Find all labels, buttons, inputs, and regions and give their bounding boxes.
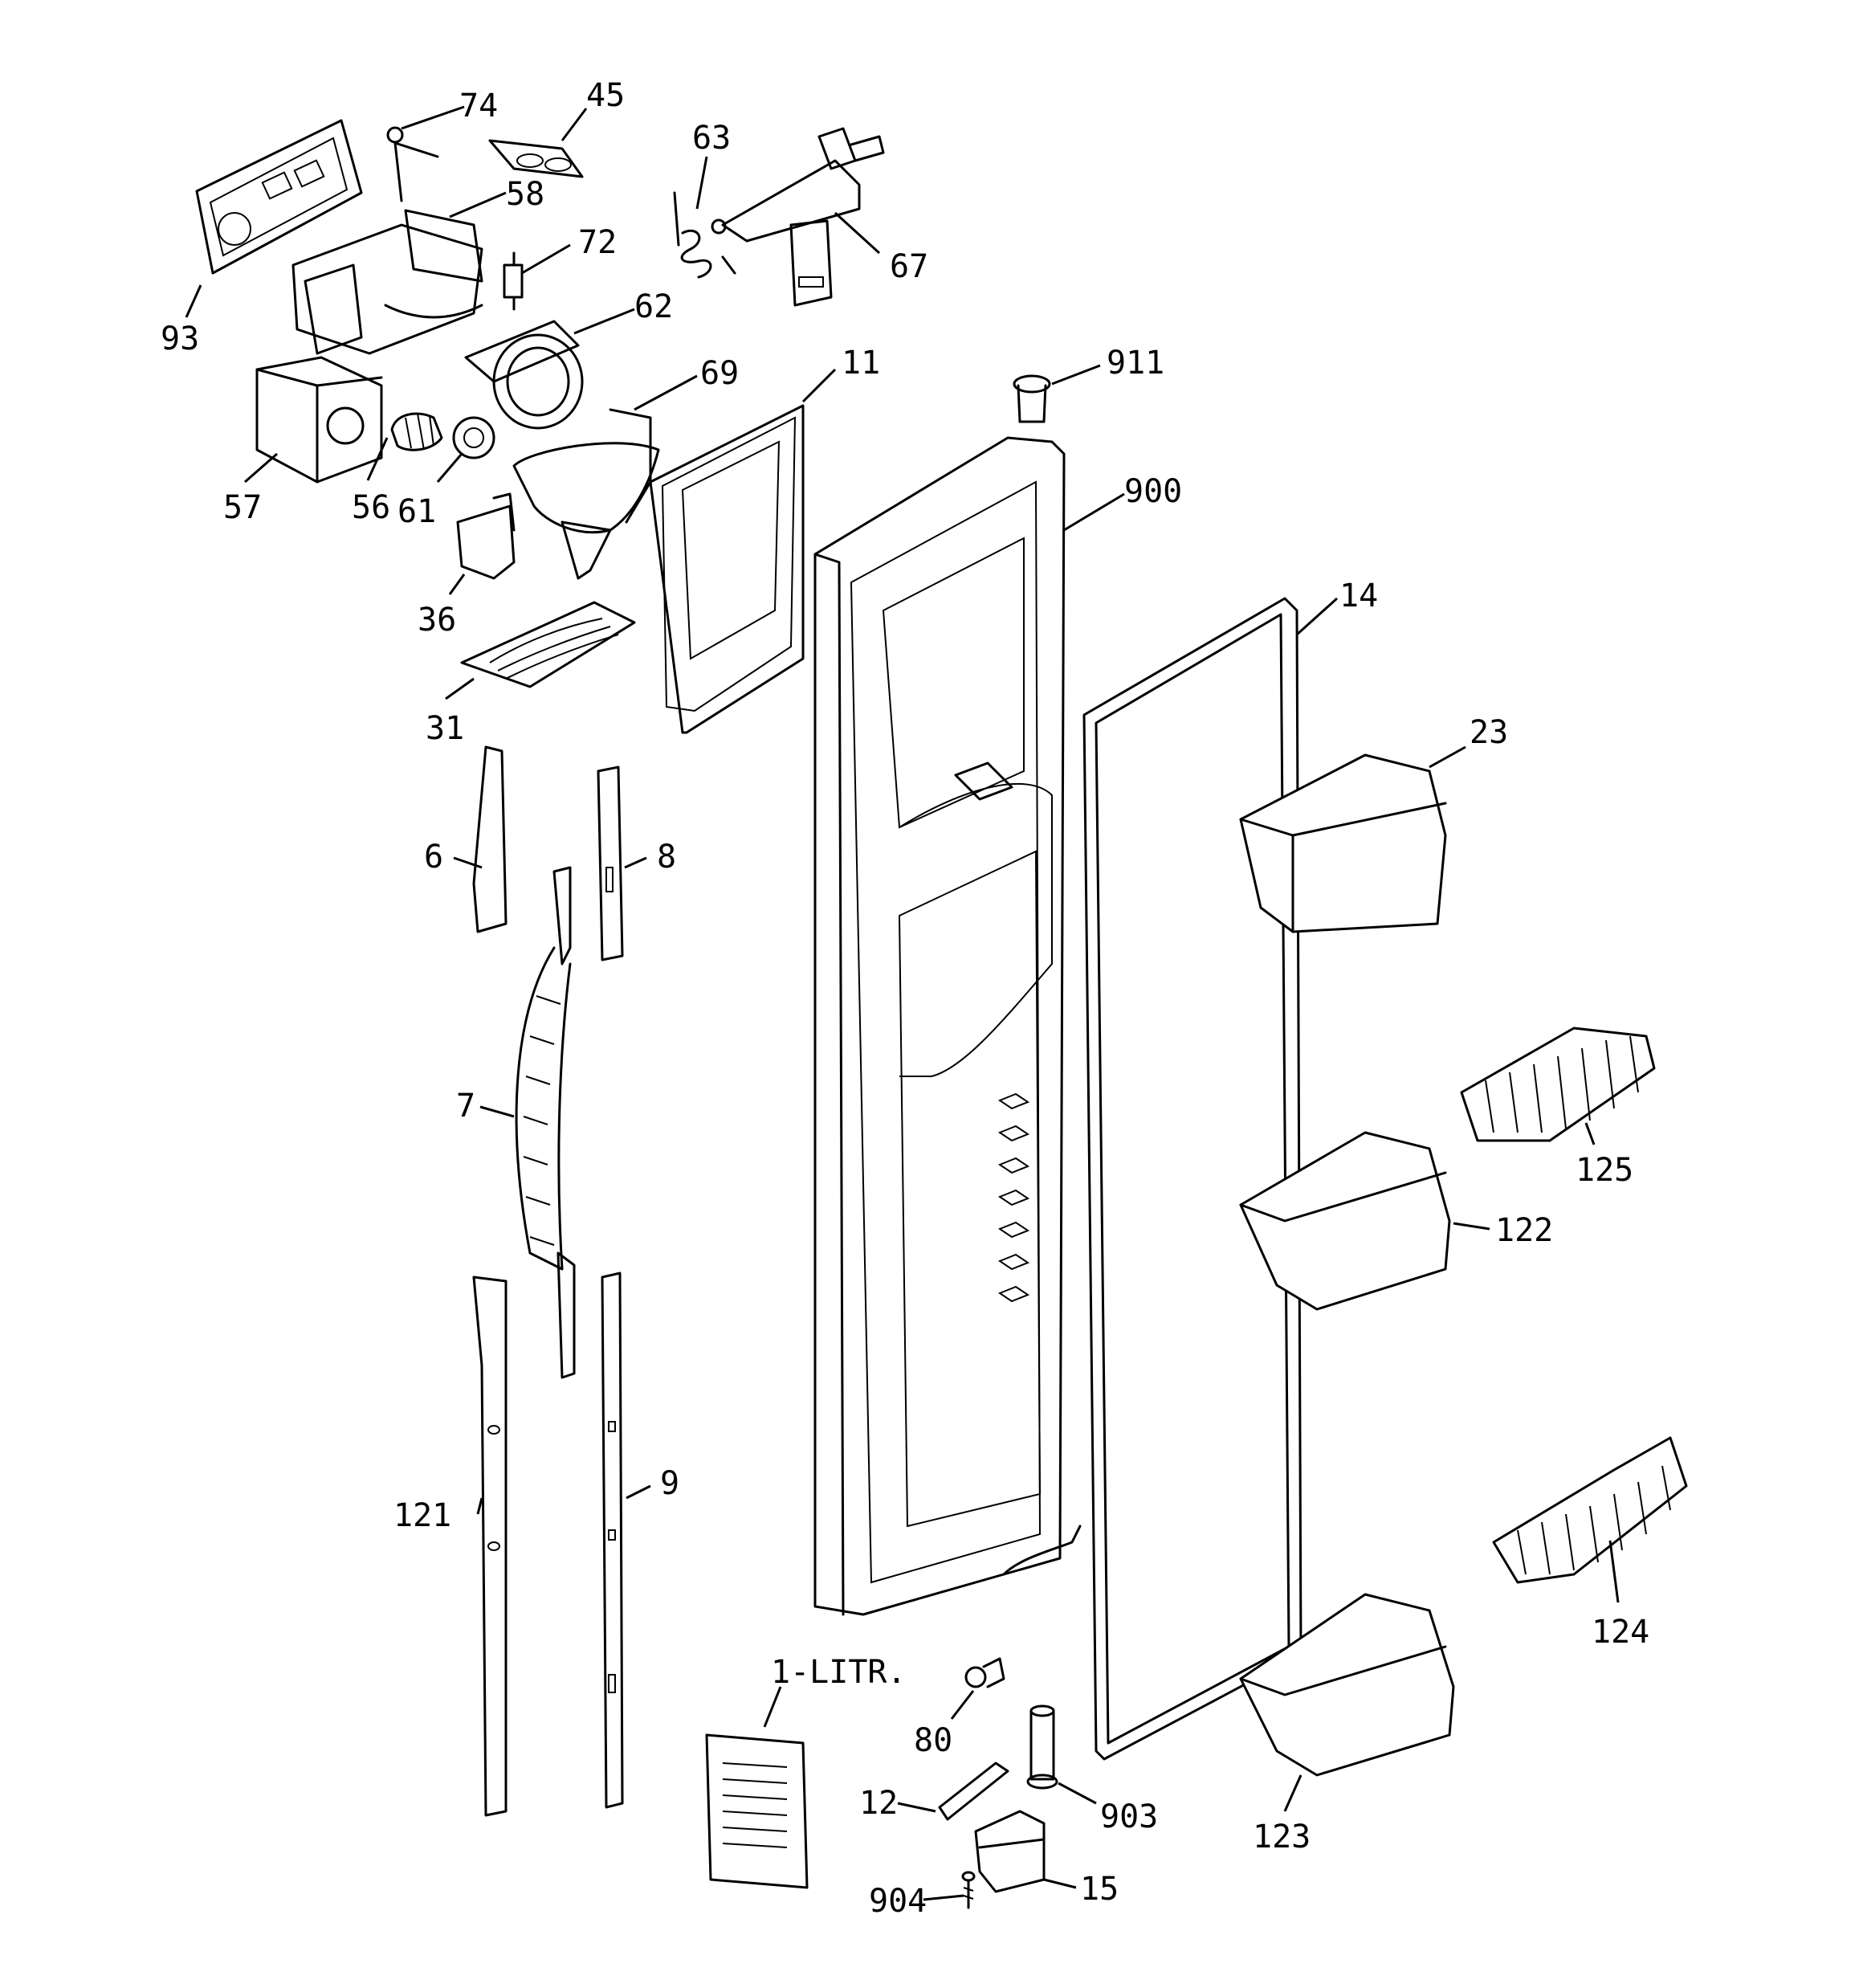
part-125-wire-basket — [1460, 1027, 1656, 1142]
part-69-ice-chute — [512, 408, 660, 580]
label-1-litr: 1-LITR. — [771, 1654, 907, 1691]
label-36: 36 — [418, 602, 456, 639]
part-67-actuator — [711, 127, 885, 307]
label-12: 12 — [859, 1785, 898, 1822]
label-6: 6 — [424, 839, 443, 876]
part-15-hinge — [974, 1810, 1046, 1893]
label-903: 903 — [1100, 1798, 1158, 1835]
label-904: 904 — [869, 1883, 927, 1920]
label-69: 69 — [700, 355, 739, 392]
part-904-screw — [961, 1871, 976, 1909]
part-121-trim — [472, 1276, 508, 1817]
part-74-spring — [386, 126, 439, 202]
label-63: 63 — [692, 120, 731, 157]
label-15: 15 — [1080, 1871, 1119, 1908]
label-67: 67 — [890, 248, 928, 285]
part-8-strip — [597, 765, 624, 961]
part-911-bushing — [1013, 374, 1051, 423]
part-72-switch — [503, 251, 524, 311]
part-62-ring — [464, 320, 584, 430]
label-8: 8 — [657, 839, 676, 876]
part-14-gasket — [1082, 597, 1302, 1761]
label-124: 124 — [1592, 1614, 1649, 1651]
callout-labels: 93 74 45 58 63 67 72 62 69 11 911 57 56 … — [161, 77, 1649, 1920]
label-31: 31 — [426, 710, 464, 747]
label-9: 9 — [660, 1465, 679, 1502]
label-7: 7 — [456, 1088, 475, 1125]
label-61: 61 — [397, 493, 436, 530]
part-11-dispenser-cover — [649, 404, 805, 734]
part-123-door-bin — [1239, 1593, 1455, 1777]
part-56-auger — [390, 412, 443, 451]
label-125: 125 — [1576, 1152, 1633, 1189]
label-45: 45 — [586, 77, 625, 114]
part-63-spring — [673, 191, 736, 279]
label-23: 23 — [1470, 714, 1508, 751]
literature-booklet — [705, 1733, 809, 1889]
label-123: 123 — [1253, 1819, 1311, 1855]
label-57: 57 — [223, 489, 262, 526]
part-23-door-bin — [1239, 753, 1447, 933]
part-122-door-bin — [1239, 1131, 1451, 1311]
part-9-strip — [601, 1272, 624, 1809]
label-911: 911 — [1107, 345, 1164, 382]
label-14: 14 — [1339, 578, 1378, 614]
part-57-motor-box — [255, 356, 383, 484]
part-900-door — [813, 436, 1082, 1616]
part-93-control-panel — [195, 119, 363, 275]
part-7-handle — [515, 866, 576, 1379]
label-80: 80 — [914, 1722, 952, 1759]
label-56: 56 — [352, 489, 390, 526]
door-bin-clips — [997, 1092, 1030, 1303]
part-903-bushing — [1026, 1704, 1058, 1790]
label-11: 11 — [842, 345, 880, 382]
label-62: 62 — [634, 288, 673, 325]
part-80-pin — [964, 1657, 1005, 1688]
part-36-lever — [456, 492, 516, 580]
part-58-dispenser-housing — [291, 209, 483, 355]
part-124-wire-basket — [1492, 1436, 1688, 1584]
leader-lines — [185, 105, 1620, 1901]
label-93: 93 — [161, 320, 199, 357]
part-31-drip-tray — [460, 601, 636, 688]
label-122: 122 — [1495, 1212, 1553, 1249]
label-72: 72 — [578, 224, 617, 261]
label-58: 58 — [506, 176, 544, 213]
part-6-trim — [472, 745, 508, 933]
part-12-bracket — [938, 1761, 1009, 1821]
label-74: 74 — [459, 88, 498, 125]
label-121: 121 — [393, 1497, 451, 1534]
part-61-crusher — [452, 416, 495, 459]
part-45-bracket — [488, 139, 584, 178]
label-900: 900 — [1124, 473, 1182, 510]
